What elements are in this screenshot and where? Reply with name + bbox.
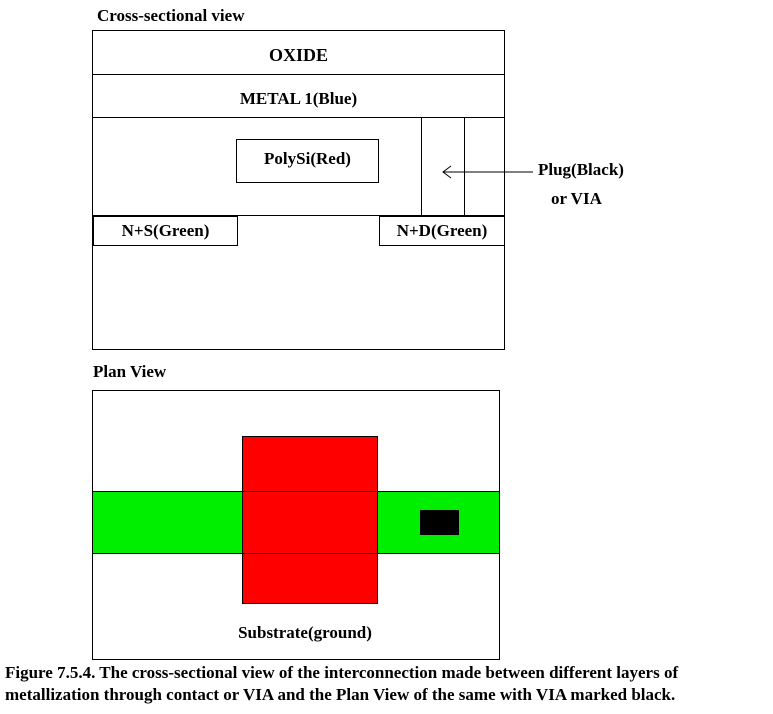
poly-gate-plan	[242, 436, 378, 604]
drain-region	[379, 216, 505, 246]
gate-overlap-top-line	[242, 491, 378, 492]
polysi-label: PolySi(Red)	[264, 149, 351, 168]
plug-arrow	[442, 165, 533, 179]
metal1-label: METAL 1(Blue)	[239, 89, 358, 108]
via-plug	[421, 117, 465, 216]
drain-label: N+D(Green)	[396, 221, 488, 240]
gate-overlap-bottom-line	[242, 553, 378, 554]
metal1-layer	[92, 74, 505, 118]
plan-view-title: Plan View	[93, 362, 167, 381]
plug-label-line2: or VIA	[551, 189, 602, 208]
source-label: N+S(Green)	[121, 221, 210, 240]
plug-label-line1: Plug(Black)	[538, 160, 624, 179]
source-region	[93, 216, 238, 246]
substrate-surface-line	[92, 215, 505, 216]
figure-caption: Figure 7.5.4. The cross-sectional view o…	[5, 663, 679, 704]
cross-section-title: Cross-sectional view	[97, 6, 245, 25]
via-plan	[420, 510, 459, 535]
plan-view-outline	[92, 390, 500, 660]
oxide-label: OXIDE	[268, 45, 328, 65]
substrate-label: Substrate(ground)	[238, 623, 372, 642]
polysi-gate	[236, 139, 379, 183]
